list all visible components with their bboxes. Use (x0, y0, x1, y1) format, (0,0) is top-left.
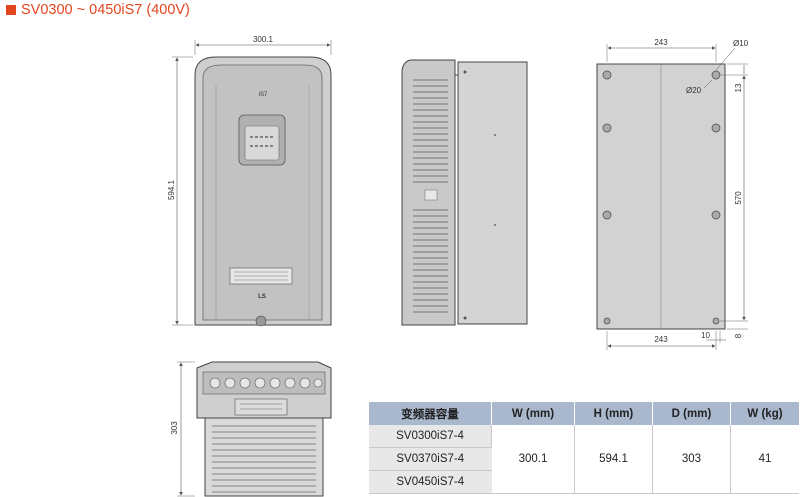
spec-table: 变频器容量 W (mm) H (mm) D (mm) W (kg) SV0300… (369, 402, 799, 494)
height-cell: 594.1 (574, 425, 653, 494)
brand-mark: iS7 (259, 92, 268, 98)
section-heading: SV0300 ~ 0450iS7 (400V) (6, 2, 190, 18)
table-row: SV0370iS7-4 (369, 447, 799, 471)
spec-header-row: 变频器容量 W (mm) H (mm) D (mm) W (kg) (369, 402, 799, 425)
top-depth-label: 303 (170, 421, 179, 435)
model-cell: SV0300iS7-4 (369, 425, 492, 448)
depth-cell: 303 (652, 425, 732, 494)
back-bottom-width-label: 243 (654, 335, 668, 344)
top-view: 303 (170, 361, 332, 497)
bottom-offset-label: 10 (701, 331, 710, 340)
back-view: 243 Ø10 Ø20 13 570 8 243 10 (596, 38, 749, 350)
table-row: SV0450iS7-4 (369, 470, 799, 494)
heading-square-icon (6, 5, 16, 15)
model-cell: SV0450iS7-4 (369, 470, 492, 494)
header-height: H (mm) (574, 402, 653, 425)
side-view (401, 59, 528, 326)
heading-text: SV0300 ~ 0450iS7 (400V) (21, 2, 190, 18)
header-width: W (mm) (491, 402, 575, 425)
back-top-width-label: 243 (654, 38, 668, 47)
front-view: iS7 LS 300.1 594.1 (167, 35, 332, 327)
mount-height-label: 570 (734, 191, 743, 205)
maker-logo: LS (258, 294, 266, 300)
width-cell: 300.1 (491, 425, 575, 494)
header-weight: W (kg) (730, 402, 799, 425)
front-height-label: 594.1 (167, 179, 176, 200)
hole-small-label: Ø10 (733, 39, 749, 48)
hole-large-label: Ø20 (686, 86, 702, 95)
header-depth: D (mm) (652, 402, 732, 425)
front-width-label: 300.1 (253, 35, 274, 44)
top-offset-label: 13 (734, 83, 743, 92)
table-row: SV0300iS7-4 300.1 594.1 303 41 (369, 425, 799, 494)
model-cell: SV0370iS7-4 (369, 447, 492, 471)
bottom-right-label: 8 (734, 333, 743, 338)
weight-cell: 41 (730, 425, 799, 494)
header-capacity: 变频器容量 (369, 402, 492, 425)
